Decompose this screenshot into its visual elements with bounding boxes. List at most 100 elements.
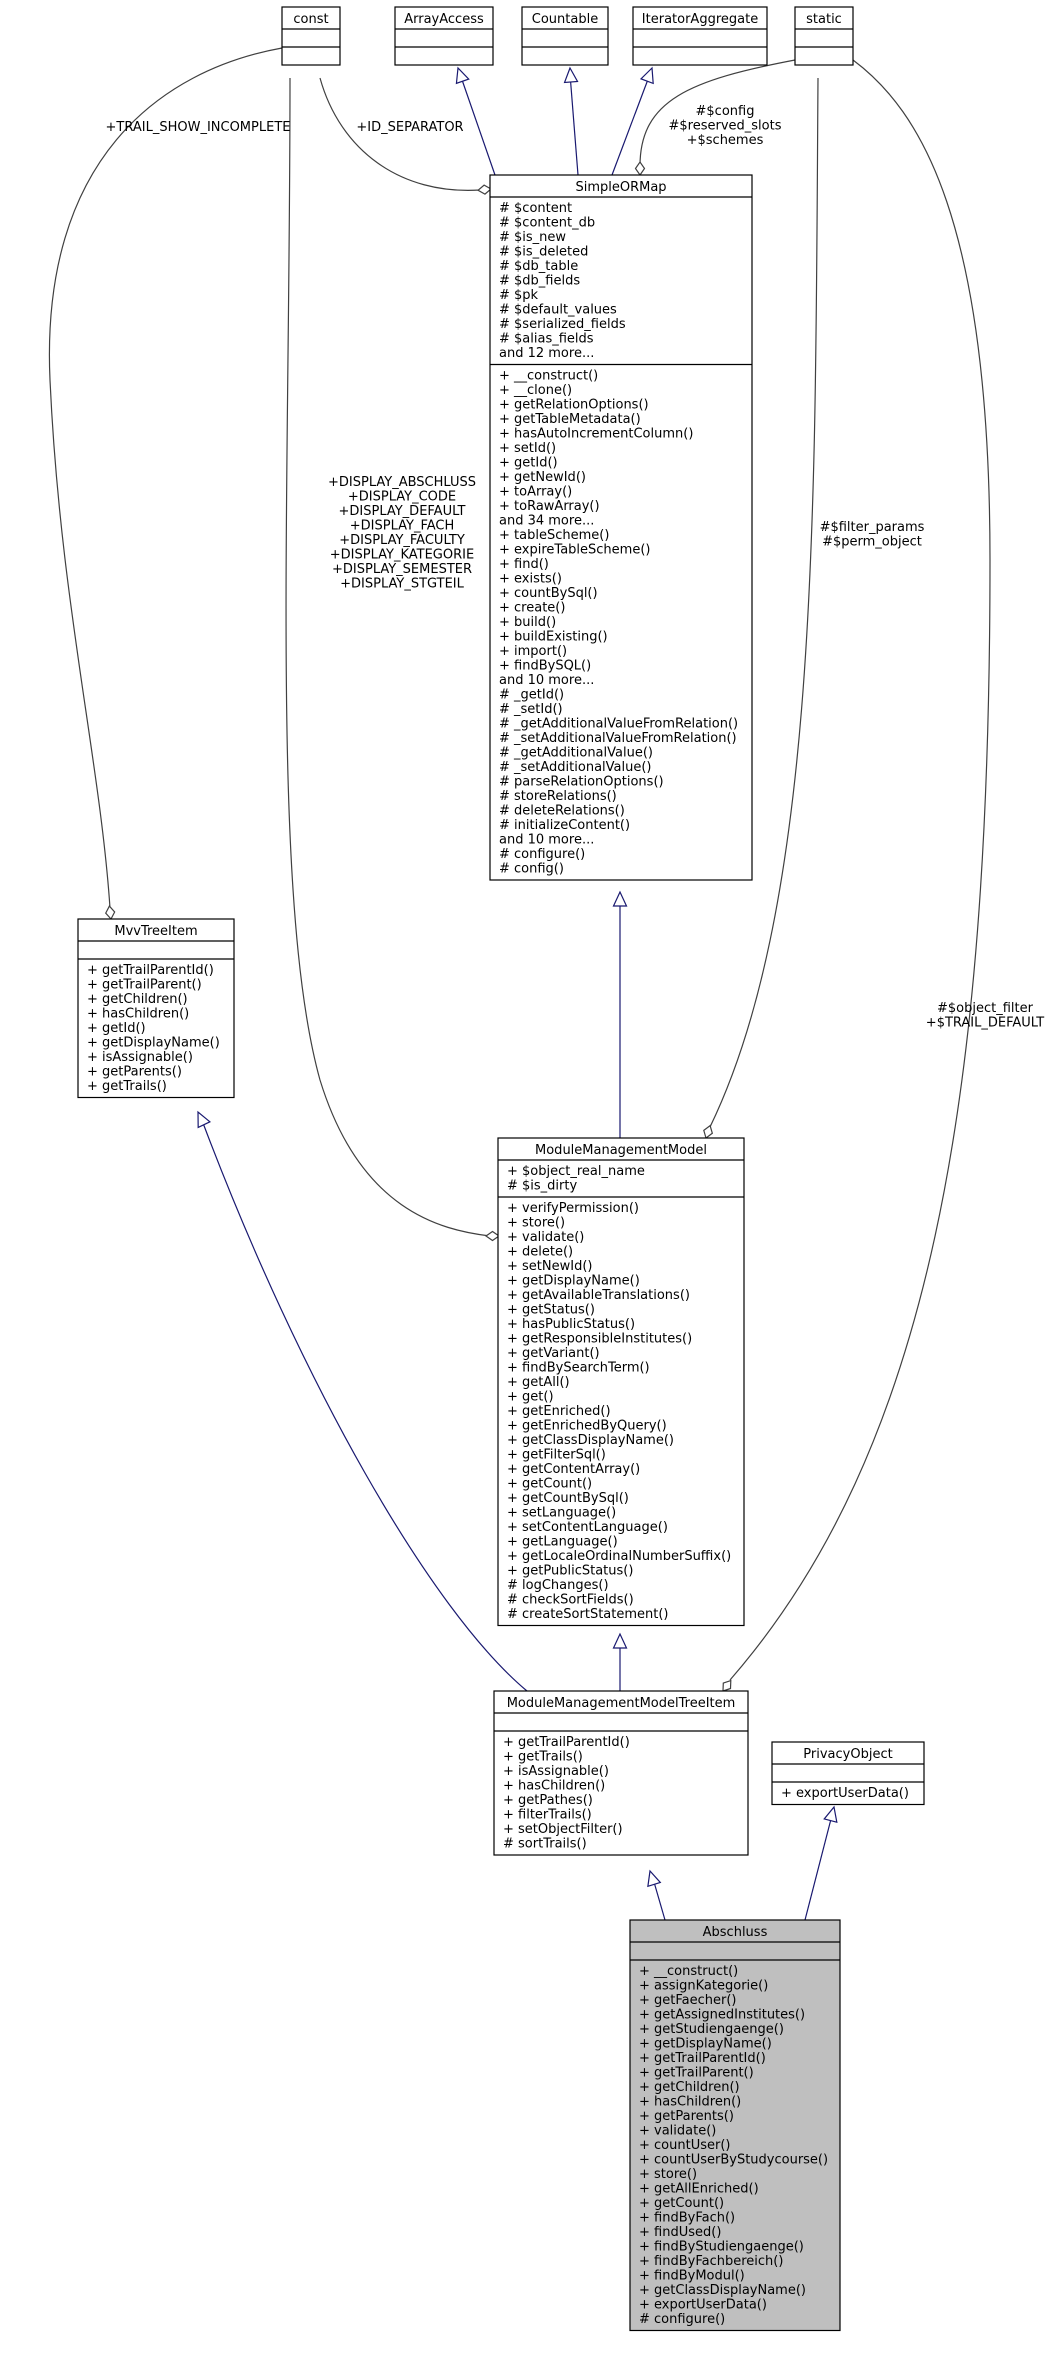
class-method: + getFilterSql()	[507, 1448, 606, 1463]
edge-label-id-separator: +ID_SEPARATOR	[356, 120, 463, 135]
class-method: + validate()	[507, 1230, 584, 1245]
class-method: + getAvailableTranslations()	[507, 1288, 690, 1303]
class-attribute: + $object_real_name	[507, 1164, 645, 1179]
class-method: + setContentLanguage()	[507, 1520, 668, 1535]
usage-diamond-simpleormap-static	[634, 160, 646, 177]
class-method: # createSortStatement()	[507, 1607, 669, 1622]
class-countable: Countable	[521, 6, 609, 66]
class-method: + getChildren()	[639, 2080, 740, 2095]
class-attribute: # $pk	[499, 288, 539, 303]
edge-label-line: #$object_filter	[937, 1001, 1034, 1016]
class-method: + exists()	[499, 572, 562, 587]
class-method: + findByStudiengaenge()	[639, 2240, 804, 2255]
inheritance-edge-mvvtreeitem	[202, 1122, 528, 1692]
class-method: + getTrailParent()	[639, 2066, 754, 2081]
class-method: + getTrailParentId()	[639, 2051, 766, 2066]
edge-label-line: +DISPLAY_SEMESTER	[332, 562, 472, 577]
class-method: + toRawArray()	[499, 499, 600, 514]
inheritance-arrow-mmm	[612, 1632, 628, 1649]
inheritance-edge-mmmtreeitem	[653, 1881, 666, 1921]
class-attribute: # $default_values	[499, 303, 617, 318]
class-method: + countBySql()	[499, 586, 598, 601]
class-name: static	[806, 12, 842, 27]
class-method: # _getAdditionalValue()	[499, 746, 653, 761]
class-method: + getId()	[87, 1021, 146, 1036]
class-method: + setObjectFilter()	[503, 1822, 623, 1837]
class-method: # _setId()	[499, 702, 563, 717]
class-method: + getCount()	[639, 2196, 724, 2211]
edge-label-trail-show-incomplete: +TRAIL_SHOW_INCOMPLETE	[106, 120, 291, 135]
class-name: Abschluss	[703, 1925, 768, 1940]
class-static: static	[794, 6, 854, 66]
class-method: + verifyPermission()	[507, 1201, 639, 1216]
class-method: + getNewId()	[499, 470, 586, 485]
class-name: ModuleManagementModelTreeItem	[507, 1696, 736, 1711]
usage-edge-const-mmm	[285, 77, 491, 1237]
edge-label-config-slots: #$config#$reserved_slots+$schemes	[669, 104, 782, 148]
class-method: + getDisplayName()	[639, 2037, 772, 2052]
edge-label-line: #$config	[696, 104, 755, 119]
class-name: ArrayAccess	[404, 12, 484, 27]
class-method: + getClassDisplayName()	[639, 2283, 806, 2298]
class-abschluss: Abschluss+ __construct()+ assignKategori…	[629, 1919, 841, 2332]
edge-label-line: +DISPLAY_DEFAULT	[338, 504, 465, 519]
class-name: IteratorAggregate	[642, 12, 758, 27]
class-method: + findBySearchTerm()	[507, 1361, 650, 1376]
inheritance-edge-arrayaccess	[459, 73, 496, 176]
class-attribute: # $db_table	[499, 259, 578, 274]
class-mvv-tree-item: MvvTreeItem+ getTrailParentId()+ getTrai…	[77, 918, 235, 1099]
class-method: + findByFachbereich()	[639, 2254, 783, 2269]
usage-edge-static-mmm	[709, 77, 819, 1128]
class-box	[281, 6, 341, 66]
class-method: + get()	[507, 1390, 554, 1405]
class-name: MvvTreeItem	[114, 924, 197, 939]
class-method: + findByModul()	[639, 2269, 745, 2284]
edge-label-line: +$TRAIL_DEFAULT	[926, 1016, 1044, 1031]
edge-label-line: #$filter_params	[820, 520, 925, 535]
class-method: + find()	[499, 557, 549, 572]
inheritance-arrow-privacyobject	[823, 1805, 838, 1823]
class-method: + getTrailParent()	[87, 978, 202, 993]
class-method: + getCount()	[507, 1477, 592, 1492]
class-box	[493, 1690, 749, 1856]
class-method: + validate()	[639, 2124, 716, 2139]
class-method: + getTrails()	[503, 1750, 583, 1765]
class-method: + getId()	[499, 456, 558, 471]
class-box	[77, 918, 235, 1099]
class-method: + build()	[499, 615, 556, 630]
class-method: + isAssignable()	[87, 1050, 193, 1065]
class-method: + exportUserData()	[781, 1786, 909, 1801]
class-method: + getTableMetadata()	[499, 412, 641, 427]
class-attribute: # $is_deleted	[499, 245, 588, 260]
class-method: + setId()	[499, 441, 556, 456]
class-method: + getAllEnriched()	[639, 2182, 759, 2197]
edge-labels-layer: +TRAIL_SHOW_INCOMPLETE +ID_SEPARATOR #$con…	[106, 104, 1045, 1031]
usage-diamond-mmm-static	[703, 1124, 714, 1139]
edge-label-line: +DISPLAY_FACH	[350, 519, 455, 534]
usage-diamond-mvvtreeitem	[105, 905, 116, 921]
class-attribute: # $content	[499, 201, 572, 216]
usage-edge-static-mmmtreeitem	[729, 59, 991, 1681]
class-method: # logChanges()	[507, 1578, 609, 1593]
class-method: + __construct()	[639, 1964, 738, 1979]
class-method: + getRelationOptions()	[499, 398, 649, 413]
class-method: + getParents()	[87, 1065, 182, 1080]
inheritance-arrow-iteratoraggregate	[639, 66, 654, 85]
usage-diamond-mmm	[484, 1230, 501, 1242]
class-method: + __construct()	[499, 369, 598, 384]
class-method: + getContentArray()	[507, 1462, 640, 1477]
class-name: SimpleORMap	[575, 180, 666, 195]
usage-edge-static-simpleormap	[639, 59, 796, 167]
class-array-access: ArrayAccess	[394, 6, 494, 66]
class-module-management-model: ModuleManagementModel+ $object_real_name…	[497, 1137, 745, 1627]
class-method: + filterTrails()	[503, 1808, 592, 1823]
class-method: + getStatus()	[507, 1303, 595, 1318]
edge-label-line: +DISPLAY_CODE	[348, 490, 456, 505]
edge-label-line: +DISPLAY_ABSCHLUSS	[328, 475, 476, 490]
class-method: # _getId()	[499, 688, 564, 703]
class-method: + exportUserData()	[639, 2298, 767, 2313]
class-method: + hasChildren()	[87, 1007, 189, 1022]
class-method: + getAssignedInstitutes()	[639, 2008, 805, 2023]
class-method: + getTrails()	[87, 1079, 167, 1094]
